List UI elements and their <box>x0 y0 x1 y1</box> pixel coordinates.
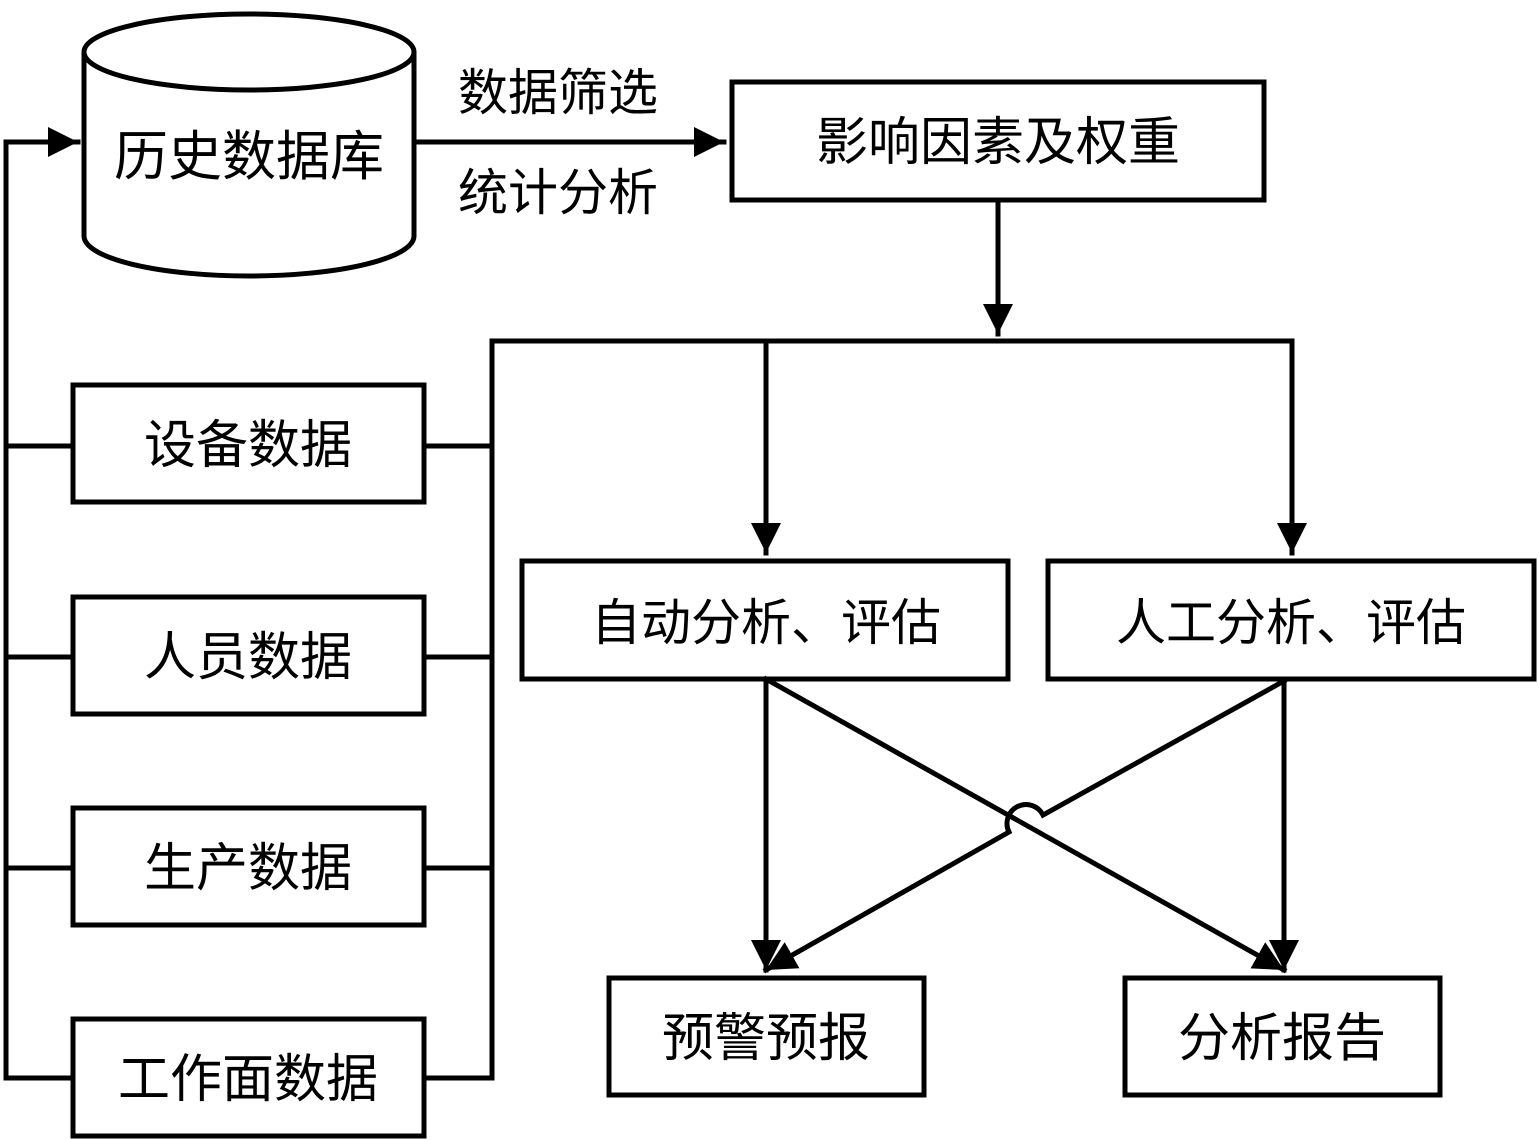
personnel-data-label: 人员数据 <box>144 628 352 688</box>
auto-analysis-box: 自动分析、评估 <box>519 558 1011 682</box>
history-database-label: 历史数据库 <box>114 125 384 188</box>
input-workface-data: 工作面数据 <box>3 1016 495 1139</box>
history-database: 历史数据库 <box>81 11 417 279</box>
factors-weights-box: 影响因素及权重 <box>729 79 1267 203</box>
arrow-manual-to-warning <box>762 677 1288 974</box>
analysis-report-label: 分析报告 <box>1178 1009 1386 1069</box>
manual-analysis-box: 人工分析、评估 <box>1045 558 1537 682</box>
input-production-data: 生产数据 <box>3 805 495 928</box>
factors-weights-label: 影响因素及权重 <box>816 113 1180 173</box>
production-data-label: 生产数据 <box>144 839 352 899</box>
data-filter-label: 数据筛选 <box>458 64 658 122</box>
equipment-data-label: 设备数据 <box>144 416 352 476</box>
input-personnel-data: 人员数据 <box>3 594 495 717</box>
input-equipment-data: 设备数据 <box>3 382 495 505</box>
auto-analysis-label: 自动分析、评估 <box>591 594 941 652</box>
arrow-auto-to-report <box>762 675 1288 974</box>
warning-forecast-box: 预警预报 <box>606 975 927 1098</box>
analysis-report-box: 分析报告 <box>1122 975 1443 1098</box>
workface-data-label: 工作面数据 <box>118 1050 378 1110</box>
warning-forecast-label: 预警预报 <box>662 1009 870 1069</box>
manual-analysis-label: 人工分析、评估 <box>1116 594 1466 652</box>
statistical-analysis-label: 统计分析 <box>458 164 658 222</box>
